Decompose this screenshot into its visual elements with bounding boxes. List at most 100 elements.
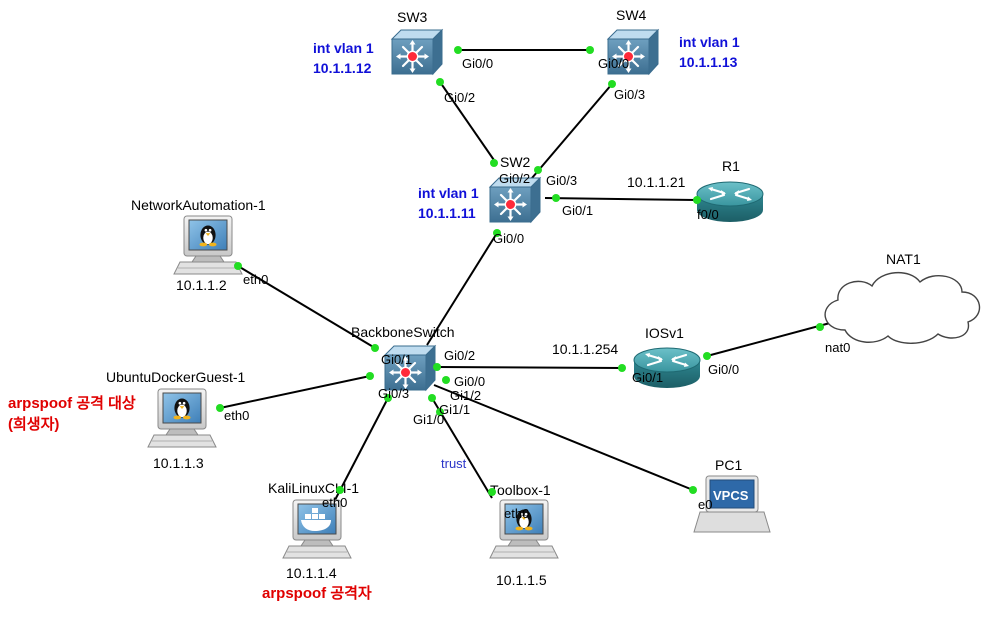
link-ubuntu-backbone — [219, 375, 371, 409]
kali-ip: 10.1.1.4 — [286, 565, 337, 581]
port-kali-eth0: eth0 — [322, 495, 347, 510]
port-sw2-gi03: Gi0/3 — [546, 173, 577, 188]
link-iosv1-nat1 — [706, 322, 831, 357]
sw3-name: SW3 — [397, 9, 428, 25]
r1-name: R1 — [722, 158, 740, 174]
ubuntu-name: UbuntuDockerGuest-1 — [106, 369, 246, 385]
dot-sw3-gi00[interactable] — [454, 46, 462, 54]
dot-sw2-gi01[interactable] — [552, 194, 560, 202]
kali-name: KaliLinuxCLI-1 — [268, 480, 359, 496]
port-netauto-eth0: eth0 — [243, 272, 268, 287]
kali-device[interactable] — [282, 499, 352, 559]
victim-annotation-line2: (희생자) — [8, 415, 59, 433]
dot-bb-gi10[interactable] — [384, 394, 392, 402]
port-sw3-gi00: Gi0/0 — [462, 56, 493, 71]
sw3-vlan-label: int vlan 1 — [313, 40, 374, 56]
port-sw3-gi02: Gi0/2 — [444, 90, 475, 105]
port-iosv-gi01: Gi0/1 — [632, 370, 663, 385]
link-sw2-r1 — [544, 197, 697, 201]
port-nat-nat0: nat0 — [825, 340, 850, 355]
port-bb-gi11: Gi1/1 — [439, 402, 470, 417]
iosv1-ip: 10.1.1.254 — [552, 341, 618, 357]
dot-bb-gi00[interactable] — [442, 376, 450, 384]
sw4-ip: 10.1.1.13 — [679, 54, 738, 70]
backbone-name: BackboneSwitch — [351, 324, 455, 340]
attacker-annotation: arpspoof 공격자 — [262, 584, 372, 602]
port-bb-gi01: Gi0/1 — [381, 352, 412, 367]
nat1-device[interactable] — [824, 271, 980, 344]
port-bb-gi03: Gi0/3 — [378, 386, 409, 401]
link-sw4-sw2 — [531, 83, 613, 179]
port-sw2-gi00: Gi0/0 — [493, 231, 524, 246]
links — [219, 49, 831, 501]
port-bb-gi00: Gi0/0 — [454, 374, 485, 389]
nat1-name: NAT1 — [886, 251, 921, 267]
port-bb-gi10: Gi1/0 — [413, 412, 444, 427]
port-sw4-gi03: Gi0/3 — [614, 87, 645, 102]
port-toolbox-eth0: eth0 — [504, 506, 529, 521]
netauto-name: NetworkAutomation-1 — [131, 197, 266, 213]
dot-sw3-gi02[interactable] — [436, 78, 444, 86]
port-sw2-gi01: Gi0/1 — [562, 203, 593, 218]
sw3-ip: 10.1.1.12 — [313, 60, 372, 76]
port-labels: Gi0/0 Gi0/2 Gi0/0 Gi0/3 Gi0/2 Gi0/3 Gi0/… — [224, 56, 850, 521]
dot-pc1-e0[interactable] — [689, 486, 697, 494]
port-sw4-gi00: Gi0/0 — [598, 56, 629, 71]
link-pc1-backbone — [433, 384, 694, 491]
sw4-vlan-label: int vlan 1 — [679, 34, 740, 50]
iosv1-name: IOSv1 — [645, 325, 684, 341]
trust-annotation: trust — [441, 456, 467, 471]
toolbox-ip: 10.1.1.5 — [496, 572, 547, 588]
dot-toolbox-eth0[interactable] — [488, 488, 496, 496]
link-sw3-sw2 — [439, 81, 497, 164]
netauto-ip: 10.1.1.2 — [176, 277, 227, 293]
pc1-name: PC1 — [715, 457, 742, 473]
dot-bb-gi12[interactable] — [428, 394, 436, 402]
port-dots — [216, 46, 824, 496]
link-iosv1-backbone — [436, 366, 623, 369]
sw4-name: SW4 — [616, 7, 647, 23]
port-pc1-e0: e0 — [698, 497, 712, 512]
port-iosv-gi00: Gi0/0 — [708, 362, 739, 377]
sw2-ip: 10.1.1.11 — [418, 205, 476, 221]
pc1-device[interactable]: VPCS — [693, 475, 771, 533]
port-bb-gi02: Gi0/2 — [444, 348, 475, 363]
cloud-icon — [824, 271, 980, 344]
link-kali-backbone — [334, 397, 389, 501]
dot-sw2-gi00[interactable] — [493, 229, 501, 237]
dot-nat-nat0[interactable] — [816, 323, 824, 331]
dot-netauto-eth0[interactable] — [234, 262, 242, 270]
dot-iosv-gi01[interactable] — [618, 364, 626, 372]
ubuntu-device[interactable] — [147, 388, 217, 448]
dot-sw4-gi03[interactable] — [608, 80, 616, 88]
dot-ubuntu-eth0[interactable] — [216, 404, 224, 412]
port-sw2-gi02: Gi0/2 — [499, 171, 530, 186]
dot-bb-gi11[interactable] — [436, 408, 444, 416]
toolbox-name: Toolbox-1 — [490, 482, 551, 498]
vpcs-icon: VPCS — [713, 488, 749, 503]
sw2-name: SW2 — [500, 154, 531, 170]
dot-sw2-gi02[interactable] — [490, 159, 498, 167]
netauto-device[interactable] — [173, 215, 243, 275]
dot-r1-f00[interactable] — [693, 196, 701, 204]
docker-host-icon — [301, 508, 331, 531]
port-bb-gi12: Gi1/2 — [450, 388, 481, 403]
dot-iosv-gi00[interactable] — [703, 352, 711, 360]
port-r1-f00: f0/0 — [697, 207, 719, 222]
dot-bb-gi03[interactable] — [366, 372, 374, 380]
ubuntu-ip: 10.1.1.3 — [153, 455, 204, 471]
sw2-vlan-label: int vlan 1 — [418, 185, 479, 201]
port-ubuntu-eth0: eth0 — [224, 408, 249, 423]
dot-bb-gi02[interactable] — [433, 363, 441, 371]
sw3-device[interactable] — [390, 28, 444, 76]
link-netauto-backbone — [237, 265, 376, 349]
dot-sw4-gi00[interactable] — [586, 46, 594, 54]
dot-kali-eth0[interactable] — [336, 486, 344, 494]
victim-annotation-line1: arpspoof 공격 대상 — [8, 394, 136, 412]
r1-ip: 10.1.1.21 — [627, 174, 686, 190]
dot-sw2-gi03[interactable] — [534, 166, 542, 174]
link-sw2-backbone — [426, 232, 498, 346]
dot-bb-gi01[interactable] — [371, 344, 379, 352]
